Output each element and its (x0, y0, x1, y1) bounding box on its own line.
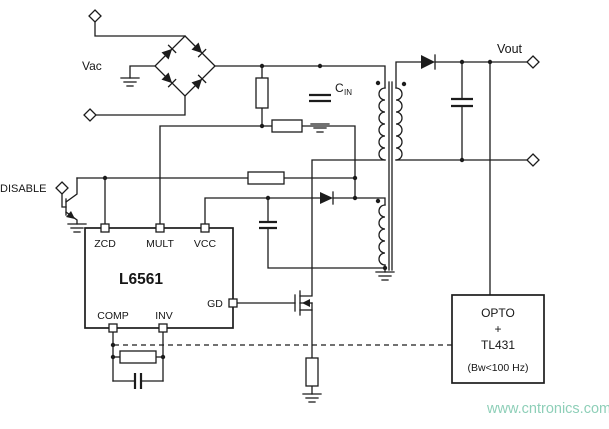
ac-input-terminal-1 (88, 9, 102, 23)
phase-dot-aux (375, 198, 381, 204)
ac-input-terminal-2 (83, 108, 97, 122)
capacitor-output (451, 97, 473, 108)
opto-line3: TL431 (481, 338, 515, 352)
resistor-startup (255, 77, 269, 109)
wire-disable-base (61, 193, 67, 208)
wire-primary-drain (299, 159, 386, 297)
capacitor-vcc (259, 220, 277, 230)
ic-pin-vcc-label: VCC (194, 238, 217, 250)
ground-symbol (310, 123, 330, 133)
aux-winding (378, 204, 386, 266)
bjt-emitter-arrow-icon (66, 211, 75, 219)
wire-disable-collector (65, 177, 78, 203)
ic-pin-gd-label: GD (207, 298, 223, 310)
wires (61, 21, 528, 395)
cin-label-sub: IN (344, 88, 352, 97)
wire-sec-top (395, 61, 422, 89)
wire-bridge-gnd (129, 65, 156, 79)
ic-pin-mult-label: MULT (146, 238, 174, 250)
opto-line2: + (494, 322, 501, 336)
ic-pin-zcd-label: ZCD (94, 238, 116, 250)
resistor-sense (305, 357, 319, 387)
wire-ac1 (94, 21, 186, 37)
vac-label: Vac (82, 59, 102, 73)
ground-symbol (302, 393, 322, 403)
ground-symbol (120, 77, 140, 87)
ic-pin-comp-label: COMP (97, 310, 129, 322)
wire-dc-bus (214, 65, 386, 89)
opto-line4: (Bw<100 Hz) (468, 362, 529, 374)
wire-diode-aux (332, 197, 386, 206)
disable-terminal (55, 181, 69, 195)
capacitor-cin (309, 93, 331, 103)
pin-gd (228, 298, 238, 308)
junction-dots (102, 59, 493, 360)
opto-line1: OPTO (481, 306, 515, 320)
wire-vcc (204, 197, 321, 225)
pin-comp (108, 323, 118, 333)
vout-terminal-positive (526, 55, 540, 69)
resistor-comp (119, 350, 157, 364)
phase-dot-primary (375, 80, 381, 86)
diode-vcc (320, 191, 334, 205)
diode-output (421, 54, 436, 70)
pin-zcd (100, 223, 110, 233)
resistor-mult (271, 119, 303, 133)
ic-pin-inv-label: INV (155, 310, 173, 322)
disable-label: DISABLE (0, 183, 46, 195)
pin-inv (158, 323, 168, 333)
capacitor-comp (133, 373, 143, 389)
wire-mult (159, 125, 263, 225)
vout-label: Vout (497, 42, 523, 56)
mosfet-arrow-icon (302, 299, 310, 307)
phase-dot-secondary (401, 81, 407, 87)
power-mosfet (294, 290, 310, 316)
ic-name-label: L6561 (119, 271, 163, 288)
cin-label: C (335, 81, 344, 95)
resistor-zcd (247, 171, 285, 185)
primary-winding (378, 87, 386, 161)
bridge-outline (154, 35, 216, 97)
watermark-text: www.cntronics.com (486, 401, 609, 417)
pin-vcc (200, 223, 210, 233)
ground-symbol (67, 223, 87, 233)
disable-transistor (65, 198, 75, 219)
secondary-winding (395, 87, 403, 161)
ground-symbol (375, 271, 395, 281)
wire-ac2 (95, 95, 186, 116)
wire-c2-gnd (267, 227, 386, 269)
transformer (375, 80, 407, 271)
vout-terminal-negative (526, 153, 540, 167)
opto-feedback-block (451, 294, 545, 384)
pin-mult (155, 223, 165, 233)
bridge-rectifier (154, 35, 216, 97)
wire-r2-right (301, 125, 356, 179)
